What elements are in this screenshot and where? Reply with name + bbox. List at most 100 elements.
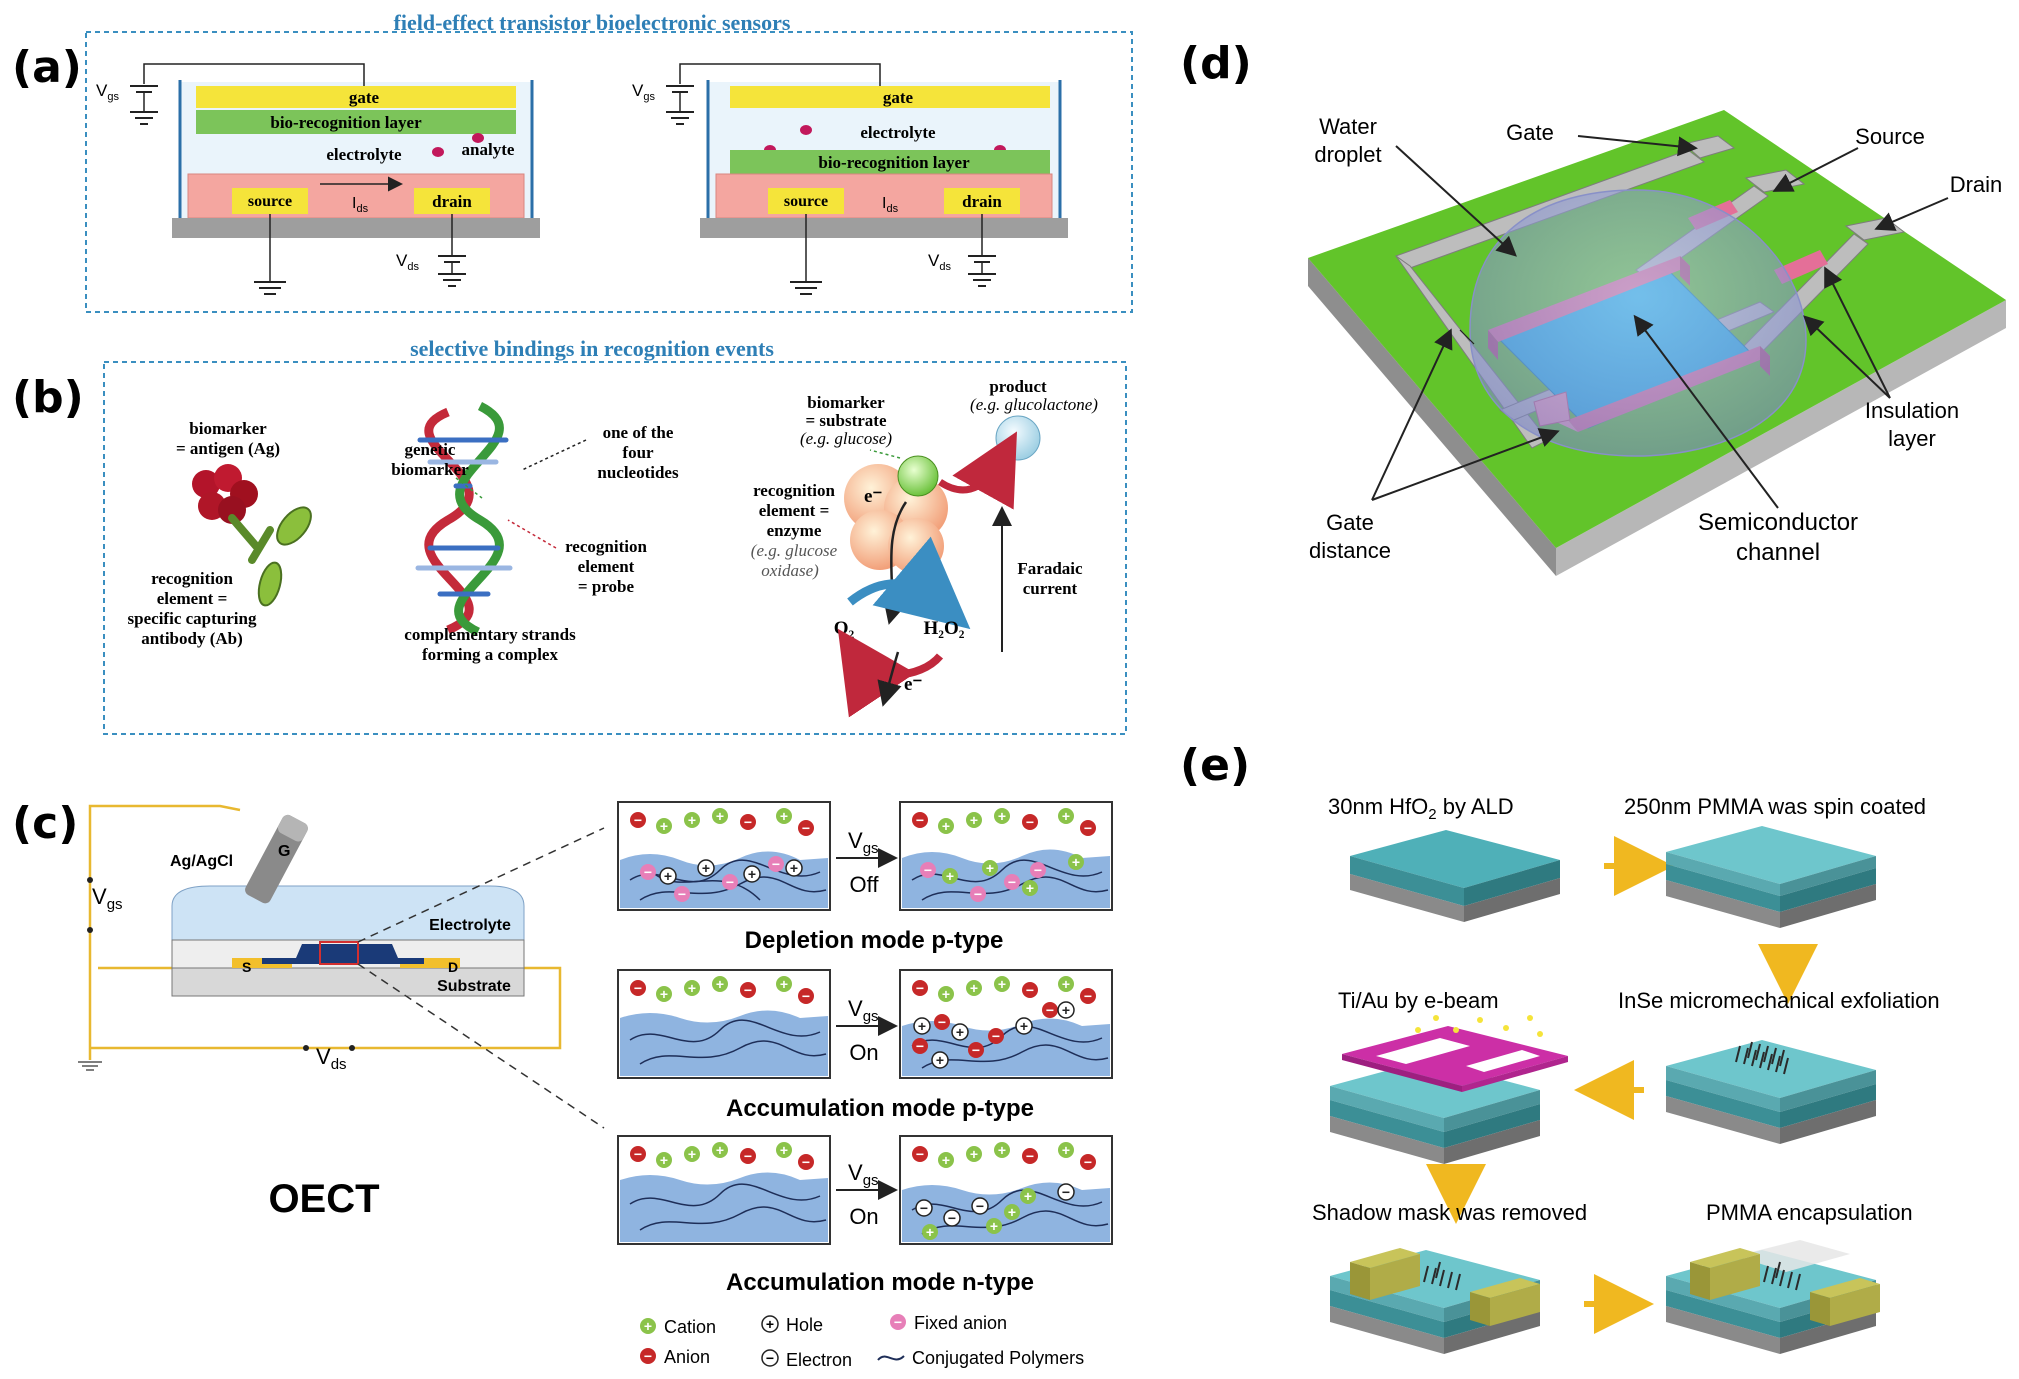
- cation-marker: +: [684, 980, 700, 996]
- fet-left: gate bio-recognition layer electrolyte a…: [96, 63, 540, 295]
- panel-label-b: (b): [12, 372, 84, 423]
- bio-layer-label: bio-recognition layer: [818, 153, 970, 172]
- panel-a: field-effect transistor bioelectronic se…: [85, 10, 1133, 313]
- electron-label: e⁻: [906, 556, 924, 577]
- recognition-label: element =: [759, 501, 830, 520]
- vgs-label: Vgs: [632, 81, 655, 103]
- anion-marker: −: [798, 1154, 814, 1170]
- svg-text:−: −: [644, 1348, 652, 1364]
- biomarker-label: = antigen (Ag): [176, 439, 280, 458]
- cation-marker: +: [1058, 976, 1074, 992]
- svg-text:+: +: [1062, 976, 1070, 992]
- insulation-label: Insulation: [1865, 398, 1959, 423]
- substrate-label: Substrate: [437, 978, 511, 995]
- anion-marker: −: [630, 812, 646, 828]
- step-6-label: PMMA encapsulation: [1706, 1200, 1913, 1225]
- anion-marker: −: [1080, 988, 1096, 1004]
- anion-marker: −: [1022, 982, 1038, 998]
- svg-text:−: −: [802, 820, 810, 836]
- svg-text:+: +: [970, 1146, 978, 1162]
- source-electrode: [232, 188, 308, 214]
- o2-h2o2-arrow: [847, 536, 971, 630]
- electron-down-arrow: [877, 651, 902, 707]
- svg-text:+: +: [1062, 1002, 1070, 1018]
- svg-text:+: +: [942, 818, 950, 834]
- anion-marker: −: [1042, 1002, 1058, 1018]
- analyte-label: analyte: [462, 140, 515, 159]
- zoom-box: [319, 941, 359, 965]
- hole-marker: +: [785, 859, 803, 877]
- cation-marker: +: [684, 1146, 700, 1162]
- electrode-pads-icon: [1350, 1248, 1540, 1326]
- step-5: Shadow mask was removed: [1312, 1200, 1587, 1354]
- anion-marker: −: [1022, 814, 1038, 830]
- anion-marker: −: [798, 988, 814, 1004]
- svg-text:+: +: [1020, 1018, 1028, 1034]
- panel-b-frame: [103, 361, 1127, 735]
- panel-label-c: (c): [12, 798, 78, 849]
- svg-text:+: +: [660, 1152, 668, 1168]
- recognition-label: recognition: [753, 481, 835, 500]
- vgs-switch-label: Vgs: [848, 828, 879, 857]
- anion-icon: [640, 1348, 656, 1364]
- vgs-label: Vgs: [96, 81, 119, 103]
- mode-rows: Vgs Off Depletion mode p-type Vgs On Acc…: [617, 801, 1113, 1296]
- cation-marker: +: [656, 986, 672, 1002]
- svg-text:+: +: [780, 1142, 788, 1158]
- faradaic-label: current: [1023, 579, 1078, 598]
- hole-marker: +: [913, 1017, 931, 1035]
- step-4: Ti/Au by e-beam: [1330, 988, 1568, 1164]
- svg-text:+: +: [790, 860, 798, 876]
- h2o2-label: H₂O₂: [924, 618, 965, 639]
- analyte-molecule: [432, 147, 444, 157]
- nucleotide-label: four: [622, 443, 654, 462]
- hole-marker: +: [743, 865, 761, 883]
- recognition-label: oxidase): [761, 561, 819, 580]
- cation-marker: +: [712, 1142, 728, 1158]
- product-label: product: [989, 377, 1047, 396]
- svg-text:+: +: [1026, 880, 1034, 896]
- gate-label: gate: [883, 88, 914, 107]
- electron-icon: [761, 1349, 779, 1367]
- mode-caption: Accumulation mode n-type: [726, 1269, 1034, 1296]
- anion-marker: −: [912, 1146, 928, 1162]
- bio-layer-label: bio-recognition layer: [270, 113, 422, 132]
- cation-marker: +: [938, 1152, 954, 1168]
- panel-a-frame: [85, 31, 1133, 313]
- cation-marker: +: [938, 818, 954, 834]
- cation-marker: +: [712, 808, 728, 824]
- electrolyte-label: electrolyte: [326, 145, 402, 164]
- svg-text:+: +: [998, 808, 1006, 824]
- anion-marker: −: [1022, 1148, 1038, 1164]
- mode-caption: Accumulation mode p-type: [726, 1095, 1034, 1122]
- svg-text:−: −: [634, 812, 642, 828]
- svg-text:−: −: [992, 1028, 1000, 1044]
- mode-switch-label: On: [849, 1204, 878, 1229]
- substrate-side-front: [1556, 300, 2006, 576]
- step-5-label: Shadow mask was removed: [1312, 1200, 1587, 1225]
- fixed-anion-marker: −: [640, 864, 656, 880]
- svg-text:−: −: [1026, 982, 1034, 998]
- product-arrow: [938, 431, 1018, 510]
- anion-marker: −: [988, 1028, 1004, 1044]
- cation-marker: +: [776, 976, 792, 992]
- insulation-label: layer: [1888, 426, 1936, 451]
- drain-label: drain: [962, 192, 1002, 211]
- svg-text:+: +: [970, 980, 978, 996]
- svg-text:−: −: [772, 856, 780, 872]
- svg-text:−: −: [744, 814, 752, 830]
- fet-right: gate electrolyte bio-recognition layer s…: [632, 63, 1068, 295]
- recognition-label: enzyme: [767, 521, 822, 540]
- gate-label: gate: [349, 88, 380, 107]
- source-label: Source: [1855, 124, 1925, 149]
- nucleotide-label: one of the: [603, 423, 674, 442]
- svg-text:+: +: [766, 1316, 774, 1332]
- enzyme-reaction: product (e.g. glucolactone) biomarker = …: [751, 377, 1098, 718]
- legend-electron: Electron: [786, 1350, 852, 1370]
- anion-marker: −: [740, 982, 756, 998]
- pmma-encapsulation-icon: [1736, 1240, 1850, 1272]
- svg-text:−: −: [916, 1146, 924, 1162]
- water-droplet-label: Water: [1319, 114, 1377, 139]
- svg-text:−: −: [916, 980, 924, 996]
- substrate: [172, 218, 540, 238]
